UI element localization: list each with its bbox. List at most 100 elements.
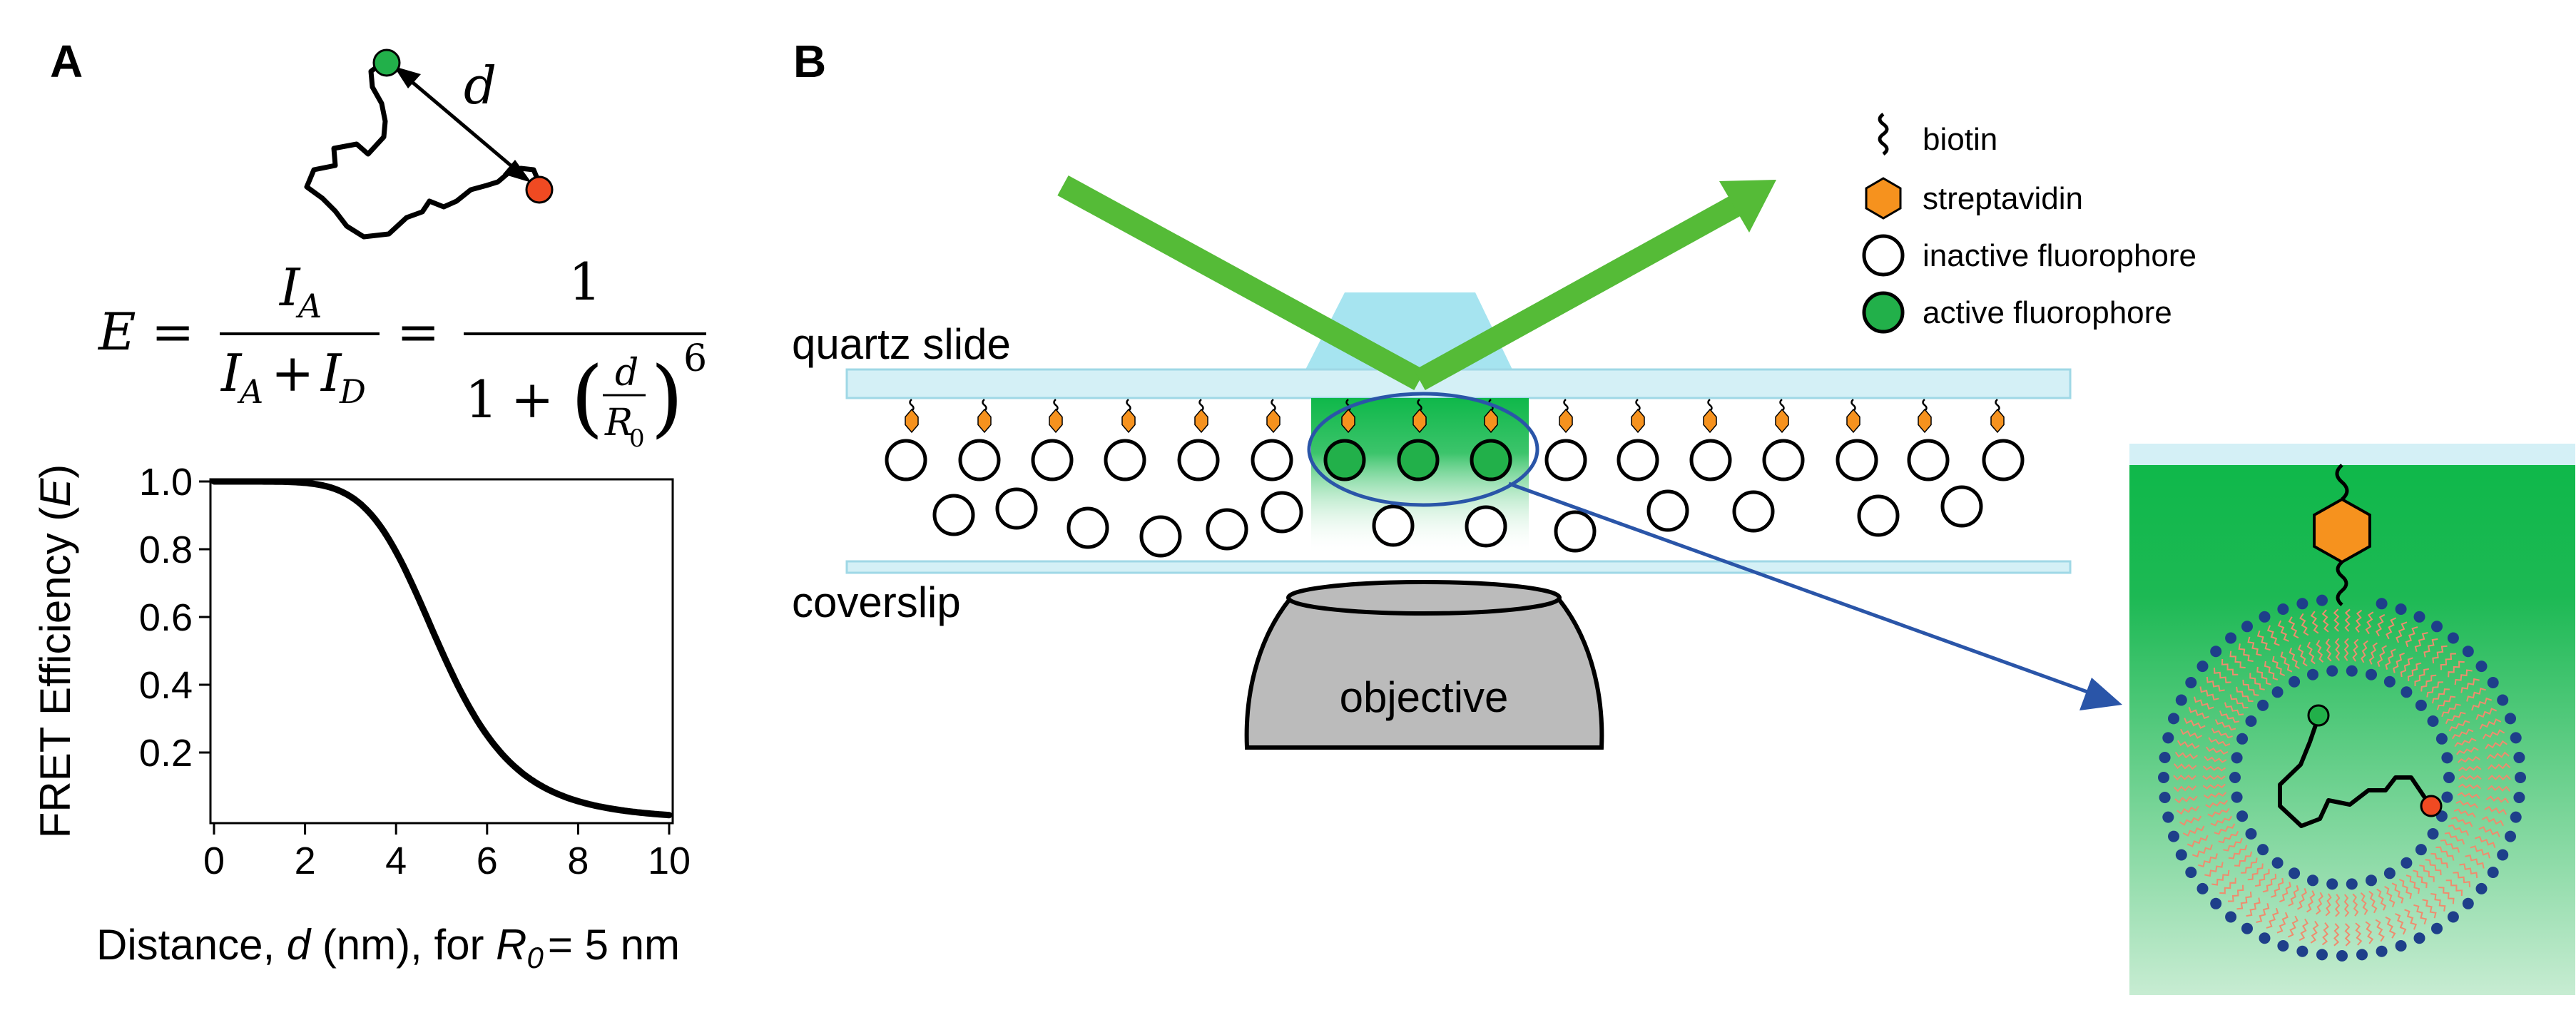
lipid-head	[2346, 878, 2358, 890]
lipid-tail	[2361, 640, 2368, 663]
lipid-head	[2427, 828, 2439, 840]
lipid-tail	[2458, 775, 2482, 780]
lipid-tail	[2211, 728, 2233, 739]
lipid-tail	[2454, 738, 2477, 748]
streptavidin-marker	[1412, 408, 1427, 434]
x-axis-label: Distance, d (nm), for R0= 5 nm	[96, 921, 680, 974]
lipid-tail	[2441, 703, 2461, 718]
lipid-tail	[2249, 673, 2265, 690]
lipid-tail	[2173, 774, 2196, 781]
lipid-head	[2296, 945, 2308, 957]
lipid-tail	[2445, 879, 2463, 897]
inactive-fluorophore	[1762, 439, 1805, 481]
eq-ratio-num: d	[615, 352, 638, 394]
inset-streptavidin	[2313, 497, 2371, 564]
lipid-tail	[2444, 832, 2465, 845]
lipid-tail	[2241, 857, 2258, 874]
lipid-tail	[2475, 708, 2498, 720]
lipid-tail	[2456, 746, 2479, 755]
lipid-head	[2513, 752, 2525, 763]
lipid-head	[2196, 882, 2209, 894]
lipid-tail	[2344, 923, 2351, 947]
lipid-tail	[2334, 894, 2341, 917]
lipid-tail	[2204, 862, 2224, 877]
lipid-head	[2225, 911, 2237, 923]
streptavidin-marker	[1846, 408, 1860, 434]
lipid-tail	[2256, 666, 2271, 685]
lipid-tail	[2334, 638, 2341, 661]
lipid-head	[2366, 874, 2377, 887]
lipid-head	[2376, 945, 2388, 957]
lipid-tail	[2487, 763, 2511, 770]
lipid-head	[2487, 867, 2499, 878]
streptavidin-marker	[1049, 408, 1063, 434]
lipid-tail	[2333, 923, 2340, 947]
lipid-head	[2316, 949, 2328, 961]
lipid-head	[2346, 665, 2358, 677]
lipid-tail	[2194, 696, 2214, 710]
streptavidin-marker	[1703, 408, 1717, 434]
lipid-tail	[2219, 877, 2236, 894]
lipid-tail	[2296, 888, 2307, 910]
lipid-tail	[2276, 912, 2289, 934]
fret-curve	[210, 478, 673, 819]
legend-active-label: active fluorophore	[1923, 295, 2172, 330]
lipid-head	[2159, 792, 2171, 803]
lipid-tail	[2218, 830, 2239, 844]
lipid-head	[2413, 611, 2425, 623]
donor-fluorophore	[372, 49, 401, 77]
eq-ratio-den: R	[604, 402, 633, 444]
lipid-tail	[2321, 609, 2329, 633]
lipid-tail	[2316, 640, 2324, 663]
lipid-tail	[2355, 609, 2363, 633]
lipid-head	[2441, 791, 2453, 803]
lipid-tail	[2431, 688, 2450, 704]
eq-den1-plus: +	[271, 343, 314, 403]
lipid-head	[2241, 621, 2253, 633]
lipid-tail	[2466, 688, 2486, 702]
lipid-tail	[2289, 647, 2300, 670]
lipid-tail	[2487, 785, 2510, 792]
lipid-tail	[2202, 765, 2226, 772]
lipid-tail	[2400, 657, 2413, 678]
lipid-head	[2175, 694, 2187, 706]
reflected-beam-arrowhead	[1719, 180, 1776, 233]
lipid-tail	[2393, 652, 2405, 673]
lipid-head	[2475, 882, 2488, 894]
lipid-tail	[2407, 662, 2422, 682]
lipid-tail	[2208, 737, 2231, 747]
streptavidin-marker	[1121, 408, 1136, 434]
lipid-head	[2336, 950, 2348, 962]
lipid-head	[2401, 857, 2413, 869]
selection-ellipse	[1307, 392, 1539, 507]
lipid-tail	[2414, 668, 2430, 686]
lipid-head	[2413, 932, 2425, 944]
inactive-fluorophore	[1857, 494, 1900, 537]
lipid-tail	[2453, 872, 2470, 887]
lipid-tail	[2179, 815, 2202, 826]
objective-lens-top	[1286, 580, 1562, 616]
lipid-tail	[2202, 775, 2226, 780]
distance-arrow-line	[398, 70, 526, 178]
inactive-fluorophore	[1139, 515, 1182, 558]
lipid-head	[2462, 646, 2474, 658]
inactive-fluorophore	[1206, 508, 1248, 551]
lipid-tail	[2262, 873, 2277, 893]
distance-label: d	[464, 56, 497, 116]
lipid-tail	[2297, 644, 2308, 667]
lipid-tail	[2405, 626, 2418, 648]
reflected-beam	[1414, 189, 1752, 391]
objective: objective	[1244, 580, 1604, 750]
lipid-tail	[2406, 874, 2420, 894]
lipid-tail	[2238, 643, 2254, 662]
lipid-tail	[2368, 890, 2378, 914]
lipid-tail	[2413, 869, 2428, 889]
eq-exponent: 6	[683, 337, 707, 380]
eq-num1-sub: A	[295, 287, 322, 325]
lipid-tail	[2177, 805, 2199, 815]
lipid-tail	[2423, 638, 2438, 658]
lipid-tail	[2310, 611, 2319, 634]
lipid-tail	[2459, 863, 2478, 879]
lipid-tail	[2214, 668, 2231, 683]
